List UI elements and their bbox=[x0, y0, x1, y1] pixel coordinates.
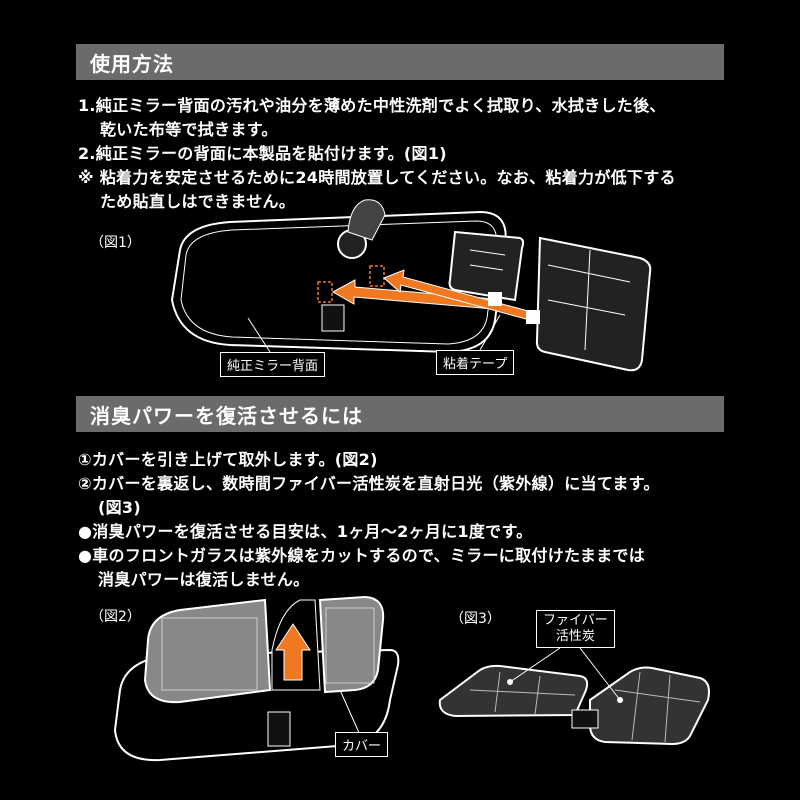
step-2: 2.純正ミラーの背面に本製品を貼付けます。(図1) bbox=[78, 144, 447, 163]
figure-2-label: （図2） bbox=[90, 609, 141, 625]
deodorizer-unit-fig1 bbox=[448, 230, 652, 372]
section-heading-usage: 使用方法 bbox=[76, 44, 724, 80]
unit-flipped-illustration bbox=[438, 647, 710, 746]
section-title: 使用方法 bbox=[90, 52, 174, 76]
callout-fiber-carbon: ファイバー 活性炭 bbox=[536, 610, 615, 648]
callout-fiber-line-2: 活性炭 bbox=[555, 629, 595, 644]
section-heading-restore: 消臭パワーを復活させるには bbox=[76, 396, 724, 432]
bullet-2-line-2: 消臭パワーは復活しません。 bbox=[98, 570, 310, 589]
callout-adhesive-tape: 粘着テープ bbox=[436, 350, 515, 375]
item-2-line-2: (図3) bbox=[98, 498, 141, 517]
figure-1-label: （図1） bbox=[90, 235, 141, 251]
note-line-2: ため貼直しはできません。 bbox=[100, 192, 296, 211]
bullet-2-line-1: ●車のフロントガラスは紫外線をカットするので、ミラーに取付けたままでは bbox=[78, 546, 646, 565]
callout-mirror-back: 純正ミラー背面 bbox=[220, 352, 326, 377]
bullet-1: ●消臭パワーを復活させる目安は、1ヶ月〜2ヶ月に1度です。 bbox=[78, 522, 533, 541]
step-1-line-2: 乾いた布等で拭きます。 bbox=[100, 120, 278, 139]
callout-cover: カバー bbox=[335, 732, 389, 757]
item-1: ①カバーを引き上げて取外します。(図2) bbox=[78, 450, 378, 469]
orange-arrows bbox=[331, 269, 529, 320]
mirror-illustration bbox=[170, 199, 507, 354]
callout-fiber-line-1: ファイバー bbox=[543, 613, 608, 628]
note-line-1: ※ 粘着力を安定させるために24時間放置してください。なお、粘着力が低下する bbox=[78, 168, 676, 187]
figure-3-label: （図3） bbox=[450, 611, 501, 627]
mirror-cover-illustration bbox=[113, 595, 400, 762]
section-title: 消臭パワーを復活させるには bbox=[90, 404, 363, 428]
item-2-line-1: ②カバーを裏返し、数時間ファイバー活性炭を直射日光（紫外線）に当てます。 bbox=[78, 474, 660, 493]
step-1-line-1: 1.純正ミラー背面の汚れや油分を薄めた中性洗剤でよく拭取り、水拭きした後、 bbox=[78, 96, 666, 115]
